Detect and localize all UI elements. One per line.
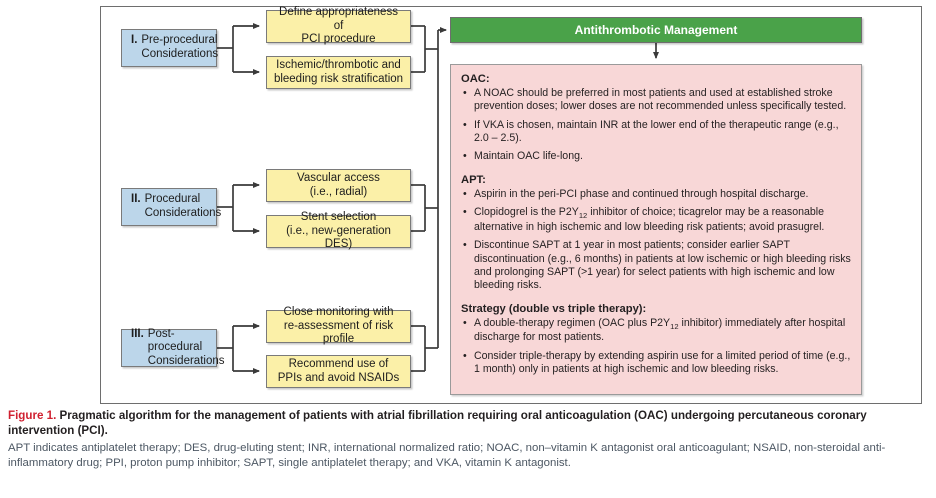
- stage-number-1: I.: [131, 34, 138, 47]
- list-item: Discontinue SAPT at 1 year in most patie…: [463, 239, 851, 292]
- recommendation-panel: OAC: A NOAC should be preferred in most …: [450, 64, 862, 395]
- task-line2: re-assessment of risk profile: [283, 319, 394, 346]
- bullet-list-strategy: A double-therapy regimen (OAC plus P2Y12…: [461, 317, 851, 377]
- list-item: Maintain OAC life-long.: [463, 150, 851, 164]
- caption-title-line: Figure 1. Pragmatic algorithm for the ma…: [8, 408, 932, 439]
- list-item: A double-therapy regimen (OAC plus P2Y12…: [463, 317, 851, 345]
- task-line2: PPIs and avoid NSAIDs: [277, 371, 400, 384]
- task-box-vascular-access[interactable]: Vascular access (i.e., radial): [266, 169, 411, 202]
- figure-caption: Figure 1. Pragmatic algorithm for the ma…: [8, 408, 932, 472]
- caption-title-text: Pragmatic algorithm for the management o…: [8, 409, 867, 438]
- antithrombotic-management-header[interactable]: Antithrombotic Management: [450, 17, 862, 43]
- task-box-ppi-nsaid[interactable]: Recommend use of PPIs and avoid NSAIDs: [266, 355, 411, 388]
- list-item: Consider triple-therapy by extending asp…: [463, 350, 851, 377]
- list-item: A NOAC should be preferred in most patie…: [463, 87, 851, 114]
- task-line2: PCI procedure: [301, 33, 376, 46]
- task-line2: bleeding risk stratification: [273, 72, 404, 85]
- list-item: Aspirin in the peri-PCI phase and contin…: [463, 188, 851, 202]
- stage-number-3: III.: [131, 327, 144, 340]
- stage-label-line2: Considerations: [147, 354, 225, 367]
- section-heading-strategy: Strategy (double vs triple therapy):: [461, 302, 647, 315]
- bullet-list-oac: A NOAC should be preferred in most patie…: [461, 87, 851, 164]
- section-heading-oac: OAC:: [461, 73, 490, 85]
- header-label: Antithrombotic Management: [574, 23, 738, 37]
- task-line1: Define appropriateness of: [279, 6, 398, 32]
- stage-label-line1: Procedural: [144, 193, 201, 206]
- stage-box-procedural[interactable]: II. Procedural Considerations: [121, 188, 221, 226]
- list-item: If VKA is chosen, maintain INR at the lo…: [463, 119, 851, 146]
- stage-box-pre-procedural[interactable]: I. Pre-procedural Considerations: [121, 29, 219, 67]
- caption-abbreviations: APT indicates antiplatelet therapy; DES,…: [8, 441, 886, 470]
- stage-label-line2: Considerations: [141, 48, 219, 60]
- task-box-risk-stratification[interactable]: Ischemic/thrombotic and bleeding risk st…: [266, 56, 411, 89]
- task-box-stent-selection[interactable]: Stent selection (i.e., new-generation DE…: [266, 211, 411, 251]
- bullet-list-apt: Aspirin in the peri-PCI phase and contin…: [461, 188, 851, 293]
- task-box-close-monitoring[interactable]: Close monitoring with re-assessment of r…: [266, 306, 411, 346]
- stage-number-2: II.: [131, 193, 141, 206]
- section-heading-apt: APT:: [461, 173, 486, 186]
- task-line2: (i.e., radial): [309, 185, 368, 198]
- task-line1: Recommend use of: [288, 357, 389, 370]
- task-line1: Stent selection: [300, 211, 377, 224]
- stage-box-post-procedural[interactable]: III. Post-procedural Considerations: [121, 327, 225, 367]
- figure-number-label: Figure 1.: [8, 409, 57, 422]
- stage-label-line2: Considerations: [144, 207, 222, 219]
- task-line2: (i.e., new-generation DES): [286, 224, 391, 251]
- task-line1: Close monitoring with: [283, 306, 394, 319]
- task-box-define-appropriateness[interactable]: Define appropriateness of PCI procedure: [266, 6, 411, 46]
- task-line1: Vascular access: [297, 171, 380, 184]
- stage-label-line1: Post-procedural: [147, 327, 203, 354]
- stage-label-line1: Pre-procedural: [141, 34, 218, 47]
- task-line1: Ischemic/thrombotic and: [276, 58, 401, 71]
- list-item: Clopidogrel is the P2Y12 inhibitor of ch…: [463, 206, 851, 234]
